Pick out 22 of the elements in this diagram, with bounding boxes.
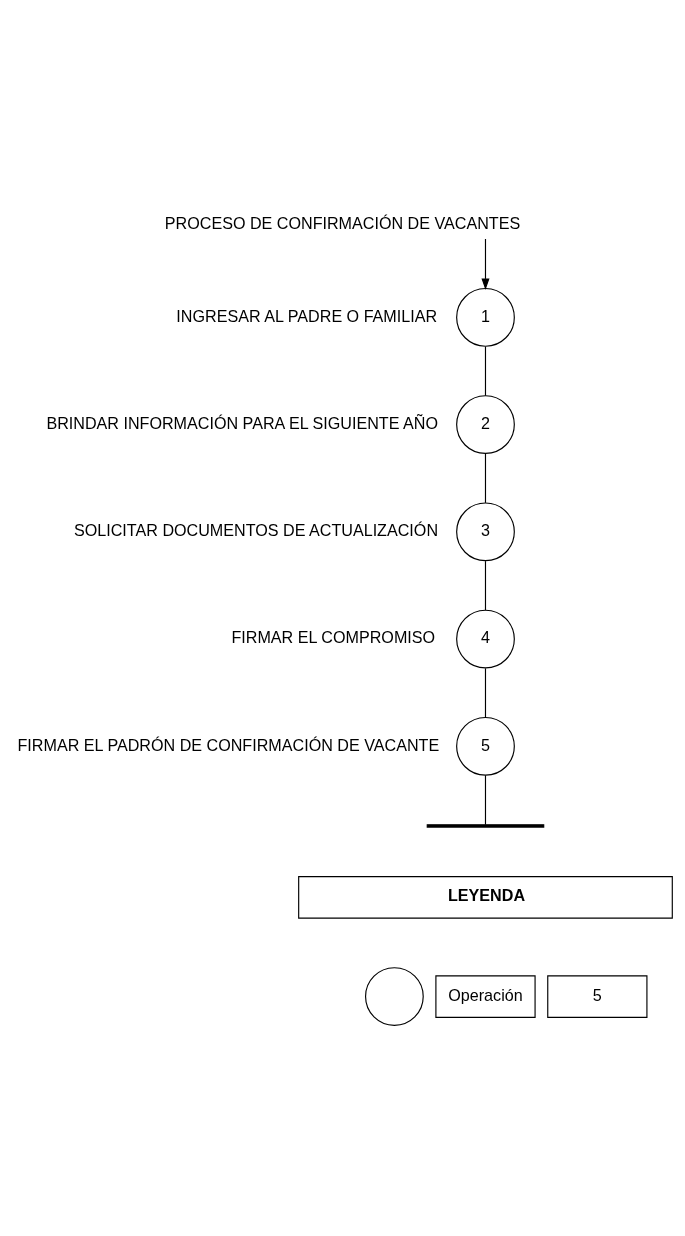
node-bar [426,823,545,828]
node-label: FIRMAR EL PADRÓN DE CONFIRMACIÓN DE VACANTE [17,735,440,754]
node-circle: 5 [456,716,515,776]
node-circle: 2 [456,394,515,454]
node-label: SOLICITAR DOCUMENTOS DE ACTUALIZACIÓN [73,520,439,539]
node-circle: 3 [456,501,515,561]
connector [484,774,487,825]
node-label: INGRESAR AL PADRE O FAMILIAR [176,306,438,325]
connector [484,667,487,718]
node-circle: 1 [456,287,515,347]
label: 5 [592,985,602,1004]
arrow [481,237,490,290]
connector [484,560,487,611]
label: LEYENDA [448,885,526,904]
connector [484,452,487,503]
node-circle [365,966,424,1026]
node-circle: 4 [456,609,515,668]
node-label: FIRMAR EL COMPROMISO [231,627,436,646]
diagram-title: PROCESO DE CONFIRMACIÓN DE VACANTES [164,213,521,232]
node-label: BRINDAR INFORMACIÓN PARA EL SIGUIENTE AÑO [46,413,438,432]
label: Operación [448,985,523,1004]
connector [484,345,487,396]
